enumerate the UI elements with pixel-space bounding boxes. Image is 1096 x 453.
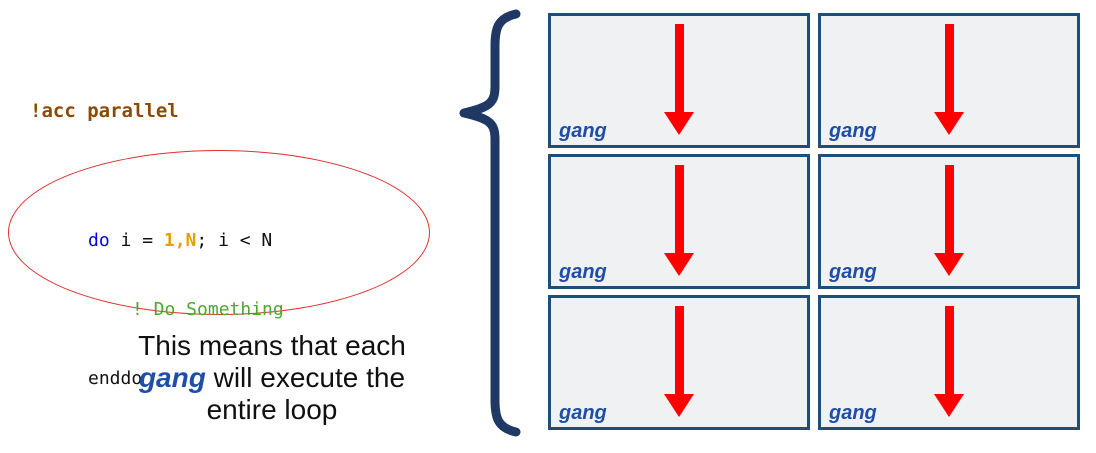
gang-label: gang — [829, 120, 877, 142]
acc-directive: !acc parallel — [30, 100, 179, 122]
gang-box: gang — [548, 13, 810, 148]
gang-box: gang — [818, 154, 1080, 289]
caption-line-2: gang will execute the — [62, 362, 482, 394]
down-arrow-icon — [934, 24, 964, 135]
gang-label: gang — [829, 261, 877, 283]
caption-gang-word: gang — [138, 362, 206, 393]
down-arrow-icon — [934, 306, 964, 417]
code-text: ; i < N — [196, 230, 273, 251]
caption-line-1: This means that each — [138, 330, 406, 361]
down-arrow-icon — [664, 306, 694, 417]
code-number: 1,N — [163, 230, 197, 251]
gang-label: gang — [559, 402, 607, 424]
gang-label: gang — [559, 120, 607, 142]
code-block: do i = 1,N; i < N ! Do Something enddo — [88, 183, 284, 436]
gang-box: gang — [818, 13, 1080, 148]
code-text: i = — [109, 230, 164, 251]
caption: This means that each gang will execute t… — [62, 330, 482, 426]
code-line-comment: ! Do Something — [132, 299, 284, 320]
code-line-do: do i = 1,N; i < N — [88, 229, 284, 252]
gang-label: gang — [559, 261, 607, 283]
code-ellipse — [8, 150, 430, 315]
down-arrow-icon — [664, 165, 694, 276]
down-arrow-icon — [664, 24, 694, 135]
caption-line-2-rest: will execute the — [205, 362, 406, 393]
caption-line-3: entire loop — [206, 394, 338, 425]
gang-box: gang — [548, 295, 810, 430]
code-keyword: do — [88, 230, 110, 251]
gang-box: gang — [548, 154, 810, 289]
down-arrow-icon — [934, 165, 964, 276]
brace-icon — [459, 9, 521, 437]
gang-grid: gang gang gang gang gang gang — [548, 13, 1080, 430]
gang-box: gang — [818, 295, 1080, 430]
code-line-enddo: enddo — [88, 368, 143, 389]
gang-label: gang — [829, 402, 877, 424]
